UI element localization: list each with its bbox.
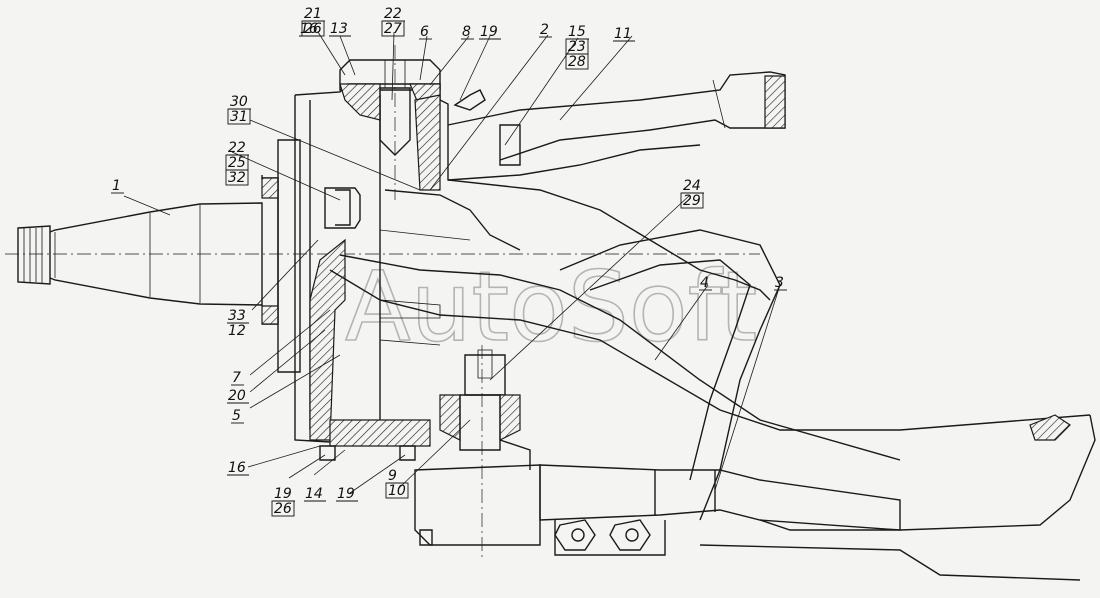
callout-number: 21 — [304, 6, 322, 22]
lower-cover — [319, 445, 433, 546]
callout-box — [565, 53, 589, 70]
callout-c19a: 19 — [479, 24, 501, 40]
callout-number: 13 — [330, 21, 348, 37]
callout-c4: 4 — [699, 275, 712, 291]
callout-number: 31 — [230, 109, 248, 125]
callout-number: 24 — [683, 178, 701, 194]
callout-number: 2 — [540, 22, 549, 38]
callout-number: 23 — [568, 39, 586, 55]
callout-number: 11 — [614, 26, 632, 42]
callout-c8: 8 — [461, 24, 474, 40]
callout-number: 15 — [568, 24, 586, 40]
callout-number: 19 — [274, 486, 292, 502]
axle-beam — [329, 229, 1096, 581]
callout-labels: 1234567891011131415232816161919261920212… — [111, 6, 787, 517]
callout-number: 12 — [228, 323, 246, 339]
callout-box — [680, 192, 704, 209]
callout-number: 22 — [228, 140, 246, 156]
callout-box — [271, 500, 295, 517]
callout-c6: 6 — [419, 24, 432, 40]
callout-number: 19 — [337, 486, 355, 502]
callout-c13: 13 — [329, 21, 351, 37]
callout-c16b: 16 — [227, 460, 249, 476]
callout-number: 14 — [305, 486, 323, 502]
callout-c19c: 19 — [336, 486, 358, 502]
callout-box — [225, 169, 249, 186]
callout-c3: 3 — [774, 275, 787, 291]
steering-arm — [447, 71, 786, 181]
callout-number: 27 — [384, 21, 402, 37]
callout-c7: 7 — [231, 370, 244, 386]
callout-number: 29 — [683, 193, 701, 209]
callout-number: 33 — [228, 308, 246, 324]
callout-number: 8 — [462, 24, 471, 40]
callout-number: 7 — [232, 370, 241, 386]
callout-box — [227, 108, 251, 125]
side-bolt — [324, 187, 361, 229]
callout-number: 25 — [228, 155, 246, 171]
callout-number: 4 — [700, 275, 709, 291]
callout-c11: 11 — [613, 26, 635, 42]
callout-number: 32 — [228, 170, 246, 186]
callout-c20: 20 — [227, 388, 249, 404]
callout-number: 26 — [274, 501, 292, 517]
callout-number: 6 — [420, 24, 429, 40]
callout-box — [381, 20, 405, 37]
callout-number: 22 — [384, 6, 402, 22]
callout-number: 9 — [388, 468, 397, 484]
tie-rod-end — [414, 464, 901, 556]
callout-number: 20 — [228, 388, 246, 404]
callout-number: 10 — [388, 483, 406, 499]
callout-number: 16 — [300, 21, 318, 37]
stub-axle — [5, 139, 760, 373]
callout-c5: 5 — [231, 408, 244, 424]
callout-number: 19 — [480, 24, 498, 40]
callout-number: 26 — [304, 21, 322, 37]
lower-pin — [439, 345, 531, 560]
upper-kingpin-assembly — [339, 45, 521, 200]
callout-c2: 2 — [539, 22, 552, 38]
callout-c9: 910 — [385, 468, 409, 499]
callout-number: 30 — [230, 94, 248, 110]
callout-number: 28 — [568, 54, 586, 70]
callout-number: 16 — [228, 460, 246, 476]
callout-number: 5 — [232, 408, 241, 424]
callout-number: 1 — [112, 178, 121, 194]
callout-c14: 14 — [304, 486, 326, 502]
callout-number: 3 — [775, 275, 784, 291]
callout-box — [385, 482, 409, 499]
callout-box — [301, 20, 325, 37]
leader-lines — [123, 31, 781, 494]
callout-c1: 1 — [111, 178, 124, 194]
